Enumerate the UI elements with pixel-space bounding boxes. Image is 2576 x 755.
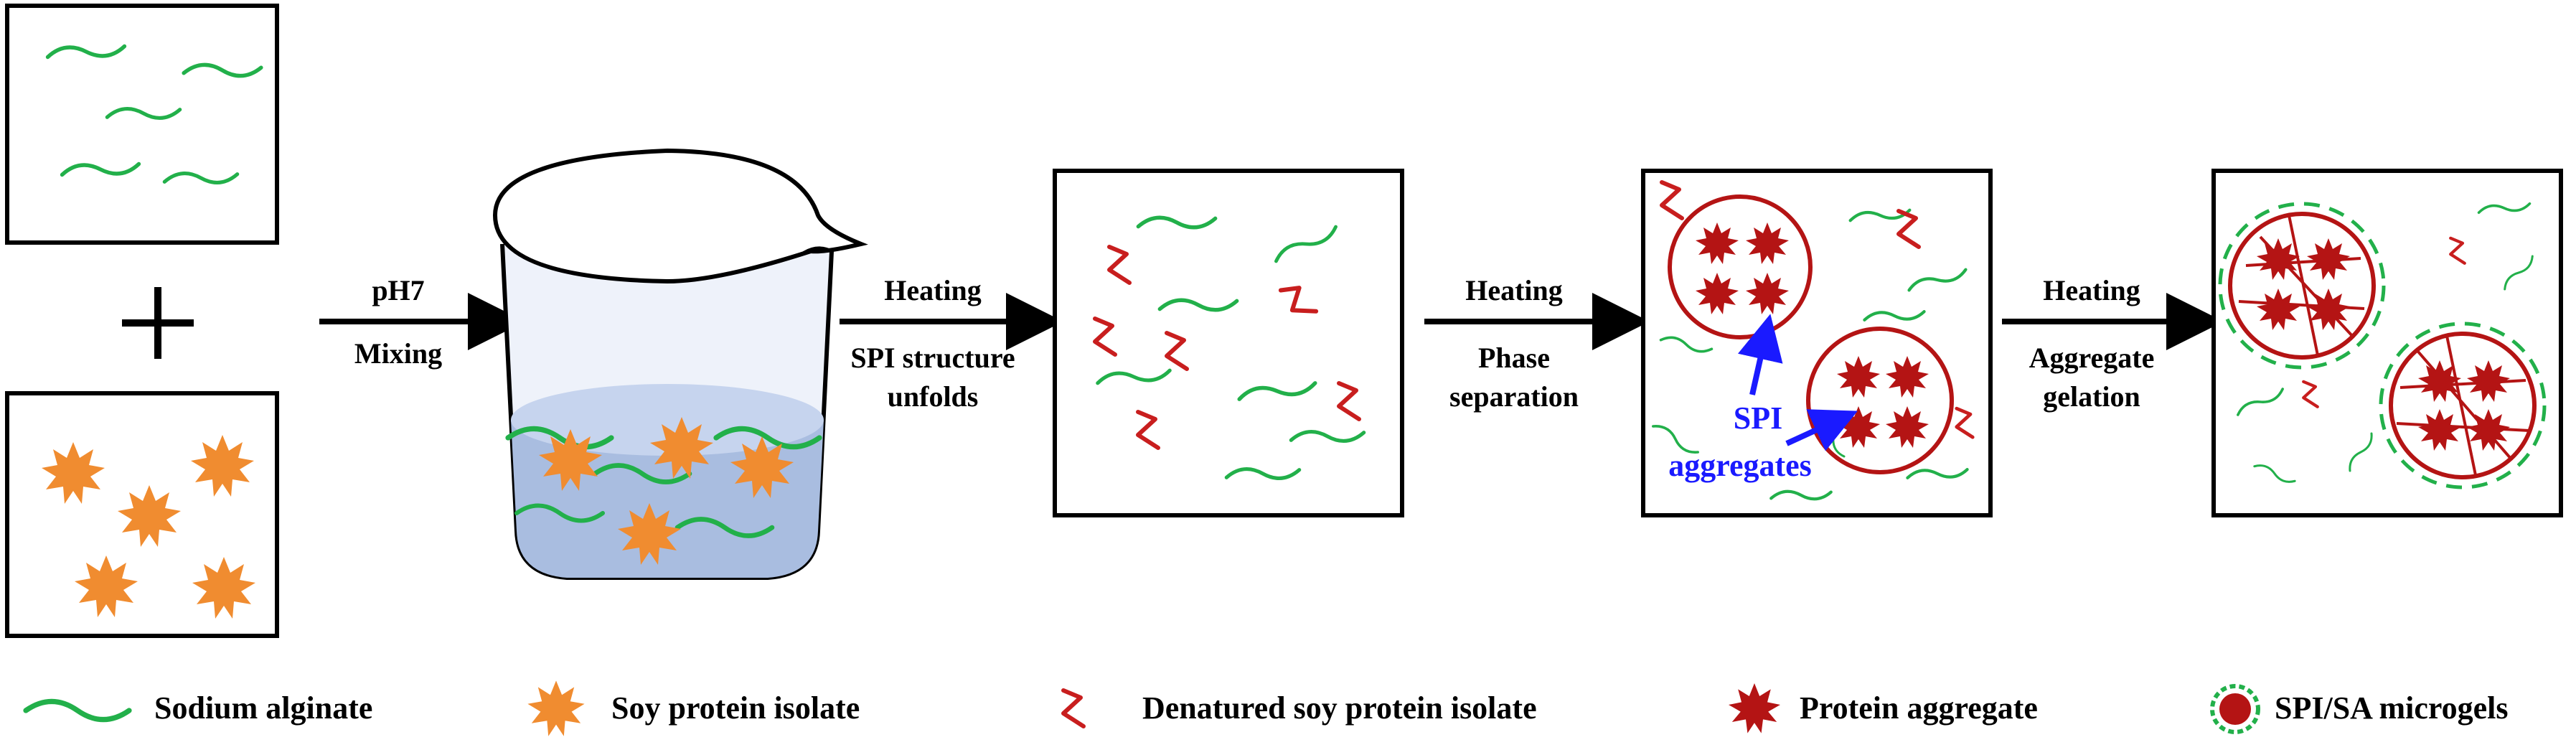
alginate-box bbox=[5, 4, 279, 245]
step3-label-bottom-2: separation bbox=[1449, 380, 1579, 413]
step2-label-bottom-1: SPI structure bbox=[850, 342, 1015, 374]
legend bbox=[26, 680, 2260, 736]
step3-label-top: Heating bbox=[1465, 274, 1563, 306]
legend-protein-aggregate: Protein aggregate bbox=[1800, 690, 2038, 726]
step4-label-bottom-2: gelation bbox=[2043, 380, 2140, 413]
beaker bbox=[492, 148, 868, 580]
microgel-box bbox=[2211, 169, 2563, 517]
step2-label-top: Heating bbox=[884, 274, 982, 306]
legend-zig-icon bbox=[1063, 690, 1083, 726]
legend-aggregate-icon bbox=[1729, 683, 1780, 733]
phase-box bbox=[1641, 169, 1993, 517]
step4-label-top: Heating bbox=[2043, 274, 2140, 306]
spi-aggregates-annotation-1: SPI bbox=[1733, 400, 1783, 436]
legend-denatured-spi: Denatured soy protein isolate bbox=[1142, 690, 1537, 726]
step1-label-bottom: Mixing bbox=[354, 337, 443, 370]
step2-label-bottom-2: unfolds bbox=[887, 380, 979, 413]
plus-icon bbox=[122, 287, 194, 359]
step4-label-bottom-1: Aggregate bbox=[2029, 342, 2155, 374]
spi-aggregates-annotation-2: aggregates bbox=[1668, 448, 1812, 483]
legend-microgel-icon bbox=[2210, 684, 2260, 734]
legend-wave-icon bbox=[26, 701, 129, 719]
legend-soy-protein-isolate: Soy protein isolate bbox=[611, 690, 860, 726]
step3-label-bottom-1: Phase bbox=[1478, 342, 1550, 374]
legend-sodium-alginate: Sodium alginate bbox=[154, 690, 373, 726]
legend-star-icon bbox=[527, 680, 585, 736]
legend-microgels: SPI/SA microgels bbox=[2275, 690, 2509, 726]
step1-label-top: pH7 bbox=[372, 274, 425, 306]
spi-box bbox=[5, 391, 279, 638]
denatured-box bbox=[1053, 169, 1404, 517]
